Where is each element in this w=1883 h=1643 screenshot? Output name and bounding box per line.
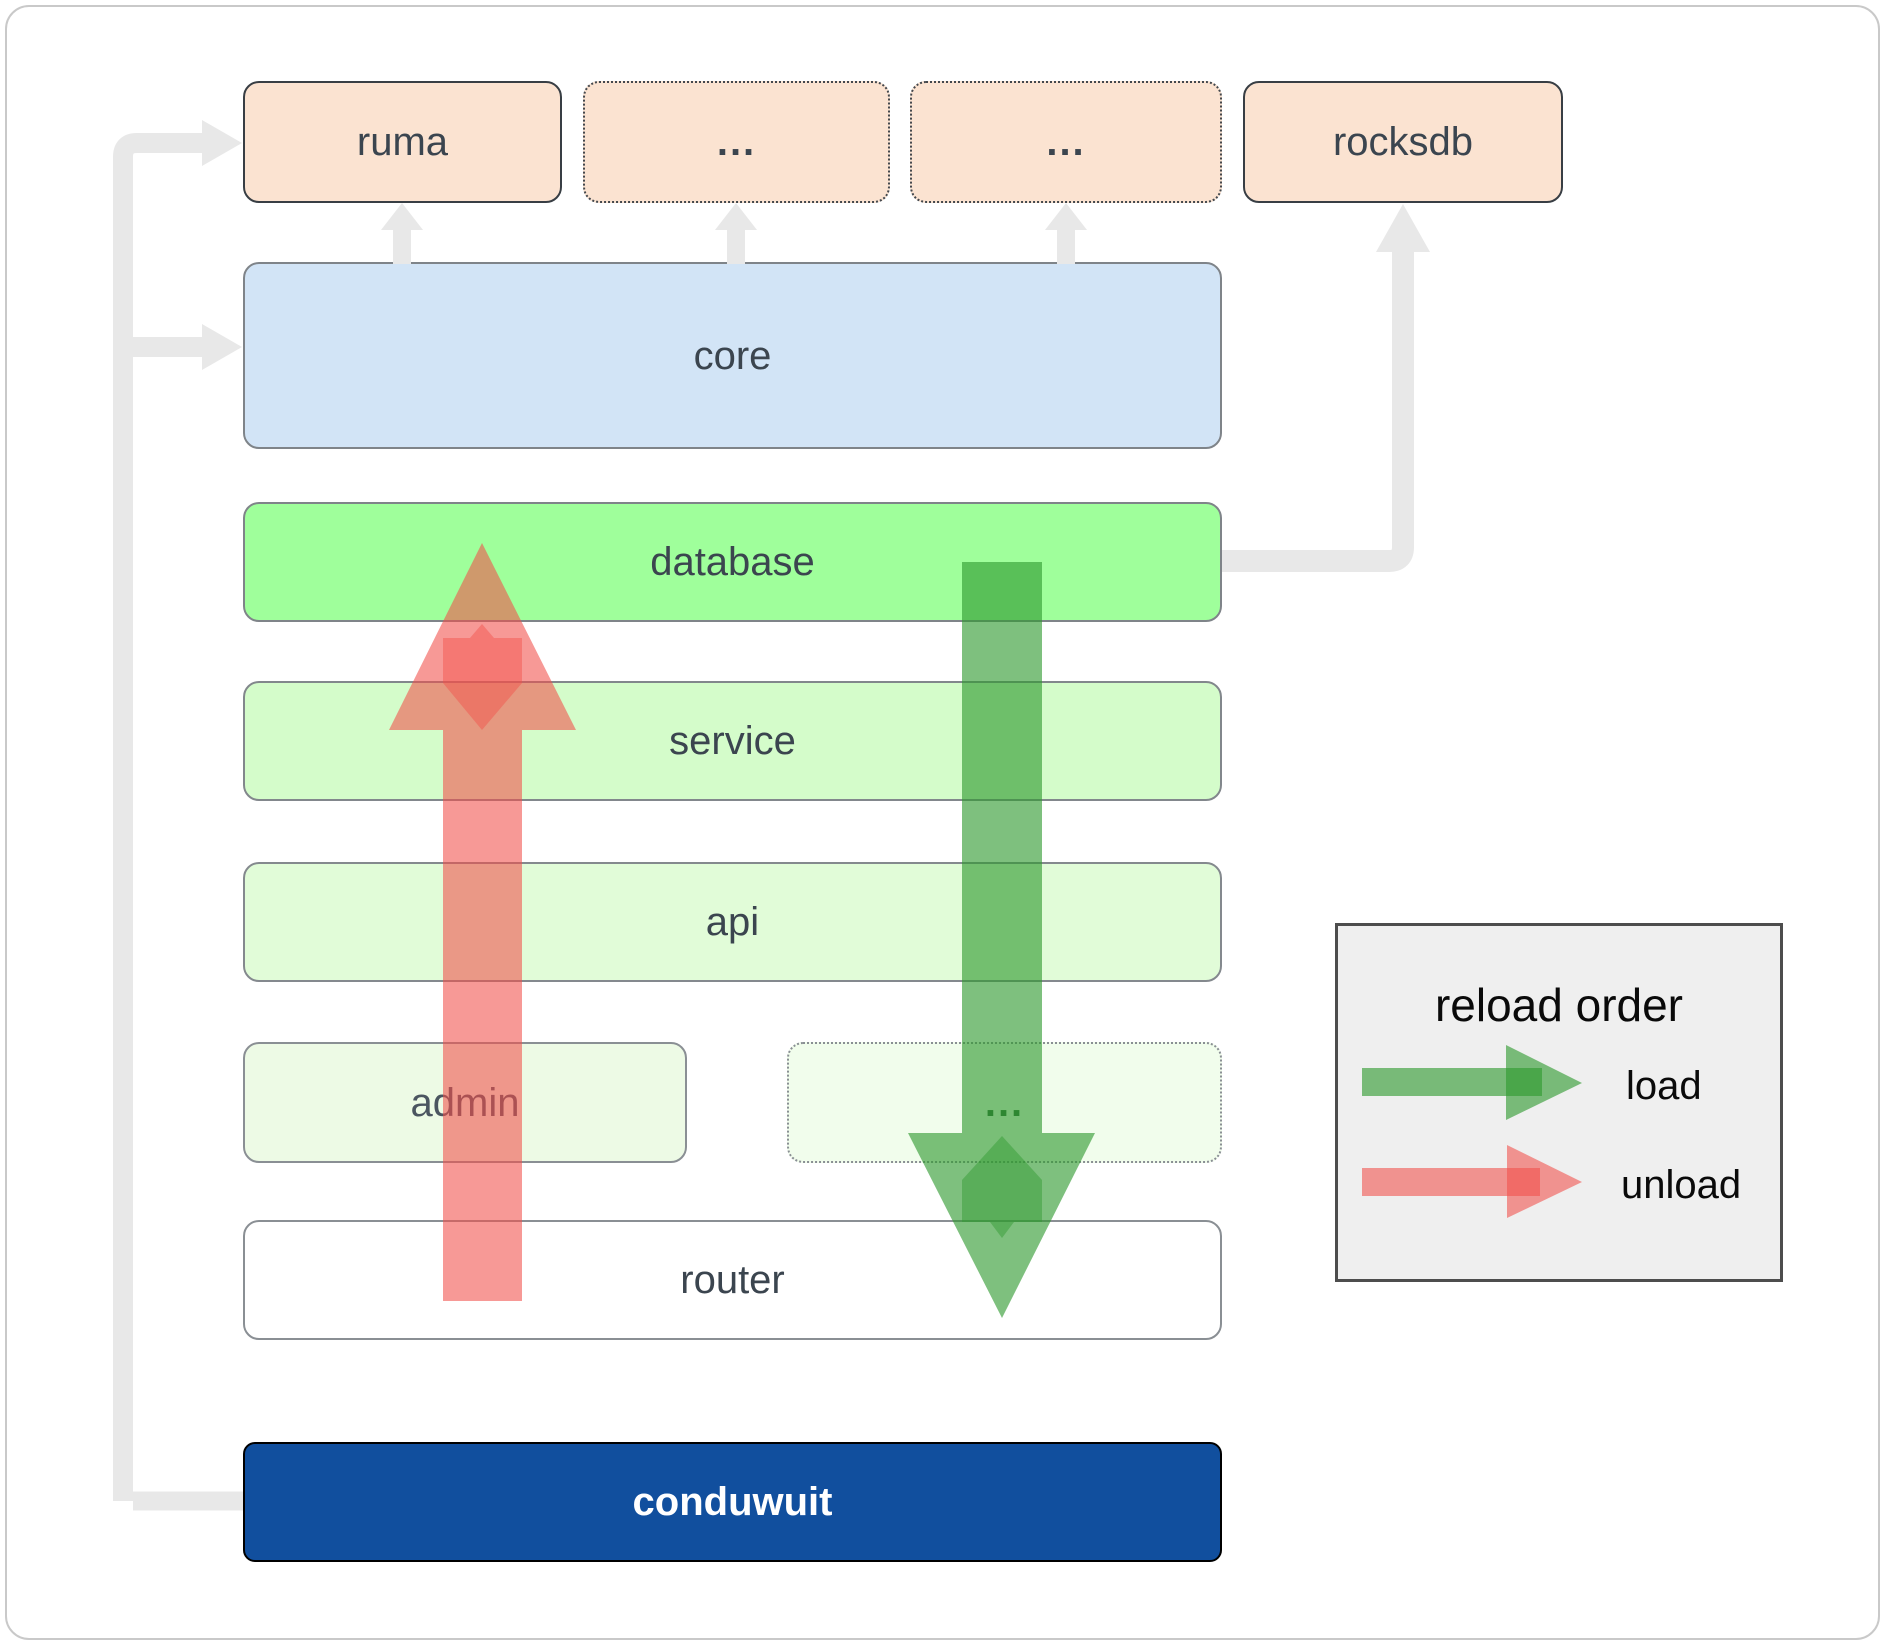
- node-ellipsis-admin-row: ...: [787, 1042, 1222, 1163]
- node-api-label: api: [705, 900, 760, 944]
- node-admin-label: admin: [410, 1080, 520, 1125]
- diagram-frame: [5, 5, 1880, 1640]
- legend-unload-label: unload: [1621, 1163, 1742, 1207]
- node-core: core: [243, 262, 1222, 449]
- node-service-label: service: [669, 719, 796, 763]
- legend-title: reload order: [1434, 979, 1684, 1031]
- node-router: router: [243, 1220, 1222, 1340]
- node-conduwuit-label: conduwuit: [632, 1480, 833, 1524]
- legend-box: reload order load unload: [1335, 923, 1783, 1282]
- node-ellipsis-admin-row-label: ...: [984, 1080, 1025, 1125]
- node-ruma: ruma: [243, 81, 562, 203]
- node-ellipsis-top-1-label: ...: [716, 120, 757, 164]
- node-database-label: database: [650, 540, 815, 584]
- legend-load-label: load: [1626, 1064, 1702, 1108]
- node-ellipsis-top-2-label: ...: [1046, 120, 1086, 164]
- node-ellipsis-top-1: ...: [583, 81, 890, 203]
- node-core-label: core: [693, 333, 772, 378]
- node-ruma-label: ruma: [356, 120, 449, 164]
- node-router-label: router: [680, 1258, 785, 1302]
- node-conduwuit: conduwuit: [243, 1442, 1222, 1562]
- node-service: service: [243, 681, 1222, 801]
- node-api: api: [243, 862, 1222, 982]
- node-admin: admin: [243, 1042, 687, 1163]
- node-ellipsis-top-2: ...: [910, 81, 1222, 203]
- node-rocksdb: rocksdb: [1243, 81, 1563, 203]
- node-rocksdb-label: rocksdb: [1332, 120, 1474, 164]
- node-database: database: [243, 502, 1222, 622]
